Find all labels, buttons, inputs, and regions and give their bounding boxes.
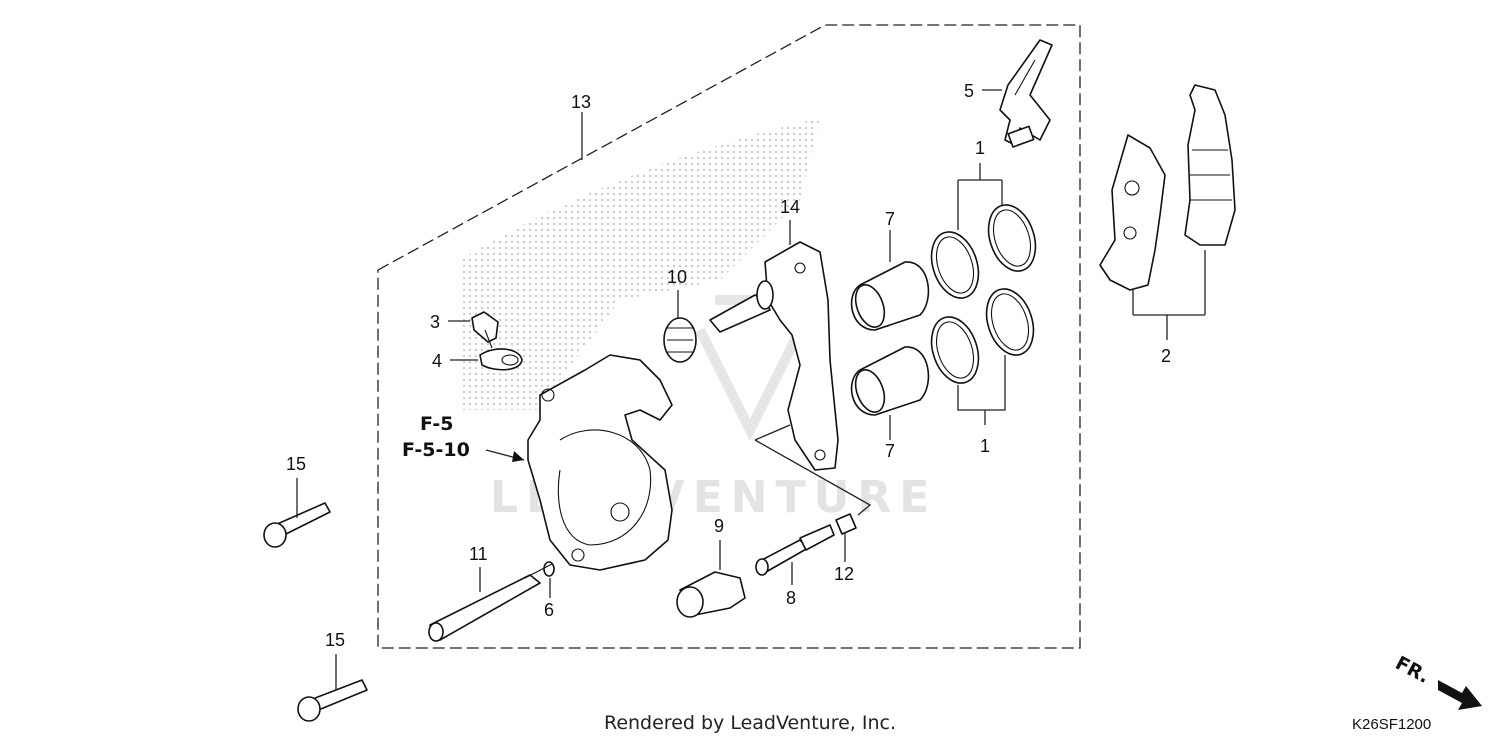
piston-seals-lower	[930, 288, 1035, 384]
label-8: 8	[786, 588, 796, 608]
label-2: 2	[1161, 346, 1171, 366]
pin-boot-part	[663, 317, 697, 363]
direction-arrow-icon	[1438, 680, 1482, 710]
caliper-body-part	[527, 354, 673, 571]
footer-credit: Rendered by LeadVenture, Inc.	[603, 712, 897, 734]
label-7-lower: 7	[885, 441, 895, 461]
caliper-bracket-part	[709, 241, 839, 471]
bleeder-screw-part	[471, 311, 499, 349]
pad-spring-part	[999, 39, 1053, 148]
label-5: 5	[964, 81, 974, 101]
bleeder-cap-part	[479, 348, 523, 371]
front-direction-indicator: FR.	[1392, 652, 1482, 710]
assembly-boundary	[377, 24, 1081, 649]
label-1-lower: 1	[980, 436, 990, 456]
label-9: 9	[714, 516, 724, 536]
direction-label: FR.	[1392, 652, 1433, 688]
pin-bolt-part	[755, 524, 835, 576]
label-12: 12	[834, 564, 854, 584]
label-3: 3	[430, 312, 440, 332]
leader-lines	[296, 89, 1206, 690]
label-14: 14	[780, 197, 800, 217]
mounting-bolt-lower	[297, 679, 368, 722]
label-6: 6	[544, 600, 554, 620]
label-13: 13	[571, 92, 591, 112]
label-7-upper: 7	[885, 209, 895, 229]
flange-bolt-part	[676, 571, 746, 618]
mounting-bolt-upper	[263, 502, 331, 548]
piston-seals-upper	[930, 204, 1037, 299]
label-15-lower: 15	[325, 630, 345, 650]
brake-pads-part	[1099, 84, 1236, 291]
reference-arrow	[512, 451, 524, 462]
label-1-upper: 1	[975, 138, 985, 158]
label-15-upper: 15	[286, 454, 306, 474]
label-11: 11	[469, 544, 488, 564]
caliper-pin-part	[428, 563, 553, 642]
label-4: 4	[432, 351, 442, 371]
ref-f5-10[interactable]: F-5-10	[402, 439, 470, 461]
piston-lower	[850, 346, 930, 416]
pin-clip-part	[835, 513, 857, 535]
diagram-code: K26SF1200	[1352, 716, 1432, 733]
ref-f5[interactable]: F-5	[420, 413, 454, 435]
washer-part	[543, 561, 555, 577]
dotted-shading	[460, 118, 820, 410]
label-10: 10	[667, 267, 687, 287]
piston-upper	[850, 261, 930, 331]
